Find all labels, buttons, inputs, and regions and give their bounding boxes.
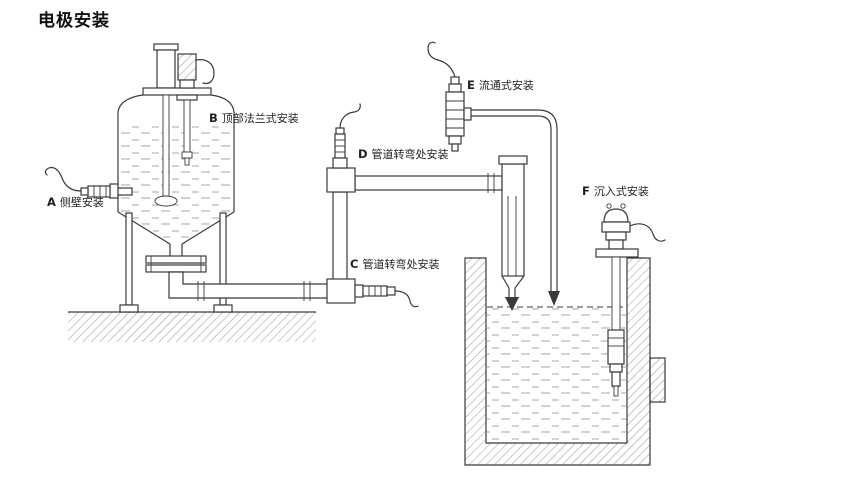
electrode-b-junction-box bbox=[177, 53, 197, 81]
tank-top-plate bbox=[142, 87, 212, 96]
electrode-a bbox=[44, 166, 133, 199]
riser-pipe bbox=[332, 191, 348, 282]
outlet-flange-top bbox=[145, 255, 207, 264]
tank-liquid bbox=[121, 124, 231, 242]
pipe-tee-bottom bbox=[326, 278, 356, 304]
label-f-text: 沉入式安装 bbox=[593, 185, 649, 198]
electrode-a-cable bbox=[44, 166, 82, 192]
flow-cell-e bbox=[427, 41, 560, 306]
outlet-flange-bottom bbox=[145, 264, 207, 273]
immersion-f-rod bbox=[611, 256, 621, 331]
label-b-text: 顶部法兰式安装 bbox=[221, 112, 299, 125]
label-d-letter: D bbox=[358, 147, 368, 161]
electrode-d bbox=[332, 103, 361, 169]
riser-piping bbox=[326, 167, 503, 304]
pipe-tee-top bbox=[326, 167, 356, 193]
agitator-shaft bbox=[162, 94, 170, 198]
label-e-letter: E bbox=[467, 78, 475, 92]
outlet-piping bbox=[145, 255, 330, 301]
label-b-letter: B bbox=[209, 111, 218, 125]
pit bbox=[464, 257, 666, 466]
sample-hose bbox=[471, 109, 558, 291]
label-c-letter: C bbox=[350, 257, 359, 271]
tank-motor-cap bbox=[153, 43, 179, 51]
flow-cell-e-cable bbox=[427, 41, 456, 78]
pit-walls bbox=[464, 257, 651, 466]
electrode-c bbox=[354, 284, 419, 308]
pit-wall-step bbox=[649, 357, 666, 403]
label-a-text: 侧壁安装 bbox=[59, 196, 104, 209]
label-a-letter: A bbox=[47, 195, 56, 209]
immersion-assembly-f bbox=[595, 203, 666, 397]
label-f-letter: F bbox=[582, 184, 590, 198]
agitator-paddle bbox=[154, 195, 178, 207]
immersion-f-cable bbox=[629, 223, 666, 242]
immersion-f-mount-plate bbox=[595, 248, 639, 258]
immersion-f-cap bbox=[603, 208, 629, 223]
electrode-b bbox=[176, 53, 215, 166]
tank-motor bbox=[156, 49, 176, 89]
upper-pipe bbox=[354, 175, 503, 191]
pit-liquid bbox=[487, 307, 626, 442]
immersion-f-electrode bbox=[607, 329, 625, 365]
pipe-elbow bbox=[168, 271, 330, 299]
flow-arrow-down-icon bbox=[505, 297, 519, 311]
electrode-b-flange bbox=[176, 94, 198, 101]
electrode-b-cable bbox=[195, 59, 215, 85]
tank-legs bbox=[119, 212, 233, 313]
ground bbox=[68, 311, 316, 342]
label-d-text: 管道转弯处安装 bbox=[371, 148, 449, 161]
page-title: 电极安装 bbox=[38, 11, 110, 31]
discharge-column bbox=[498, 155, 528, 311]
flow-cell-body bbox=[445, 91, 465, 137]
flow-arrow-down-icon bbox=[548, 291, 560, 306]
electrode-c-cable bbox=[394, 290, 419, 308]
tank bbox=[117, 43, 235, 256]
label-c-text: 管道转弯处安装 bbox=[362, 258, 440, 271]
electrode-d-cable bbox=[339, 103, 361, 129]
label-e-text: 流通式安装 bbox=[478, 79, 534, 92]
